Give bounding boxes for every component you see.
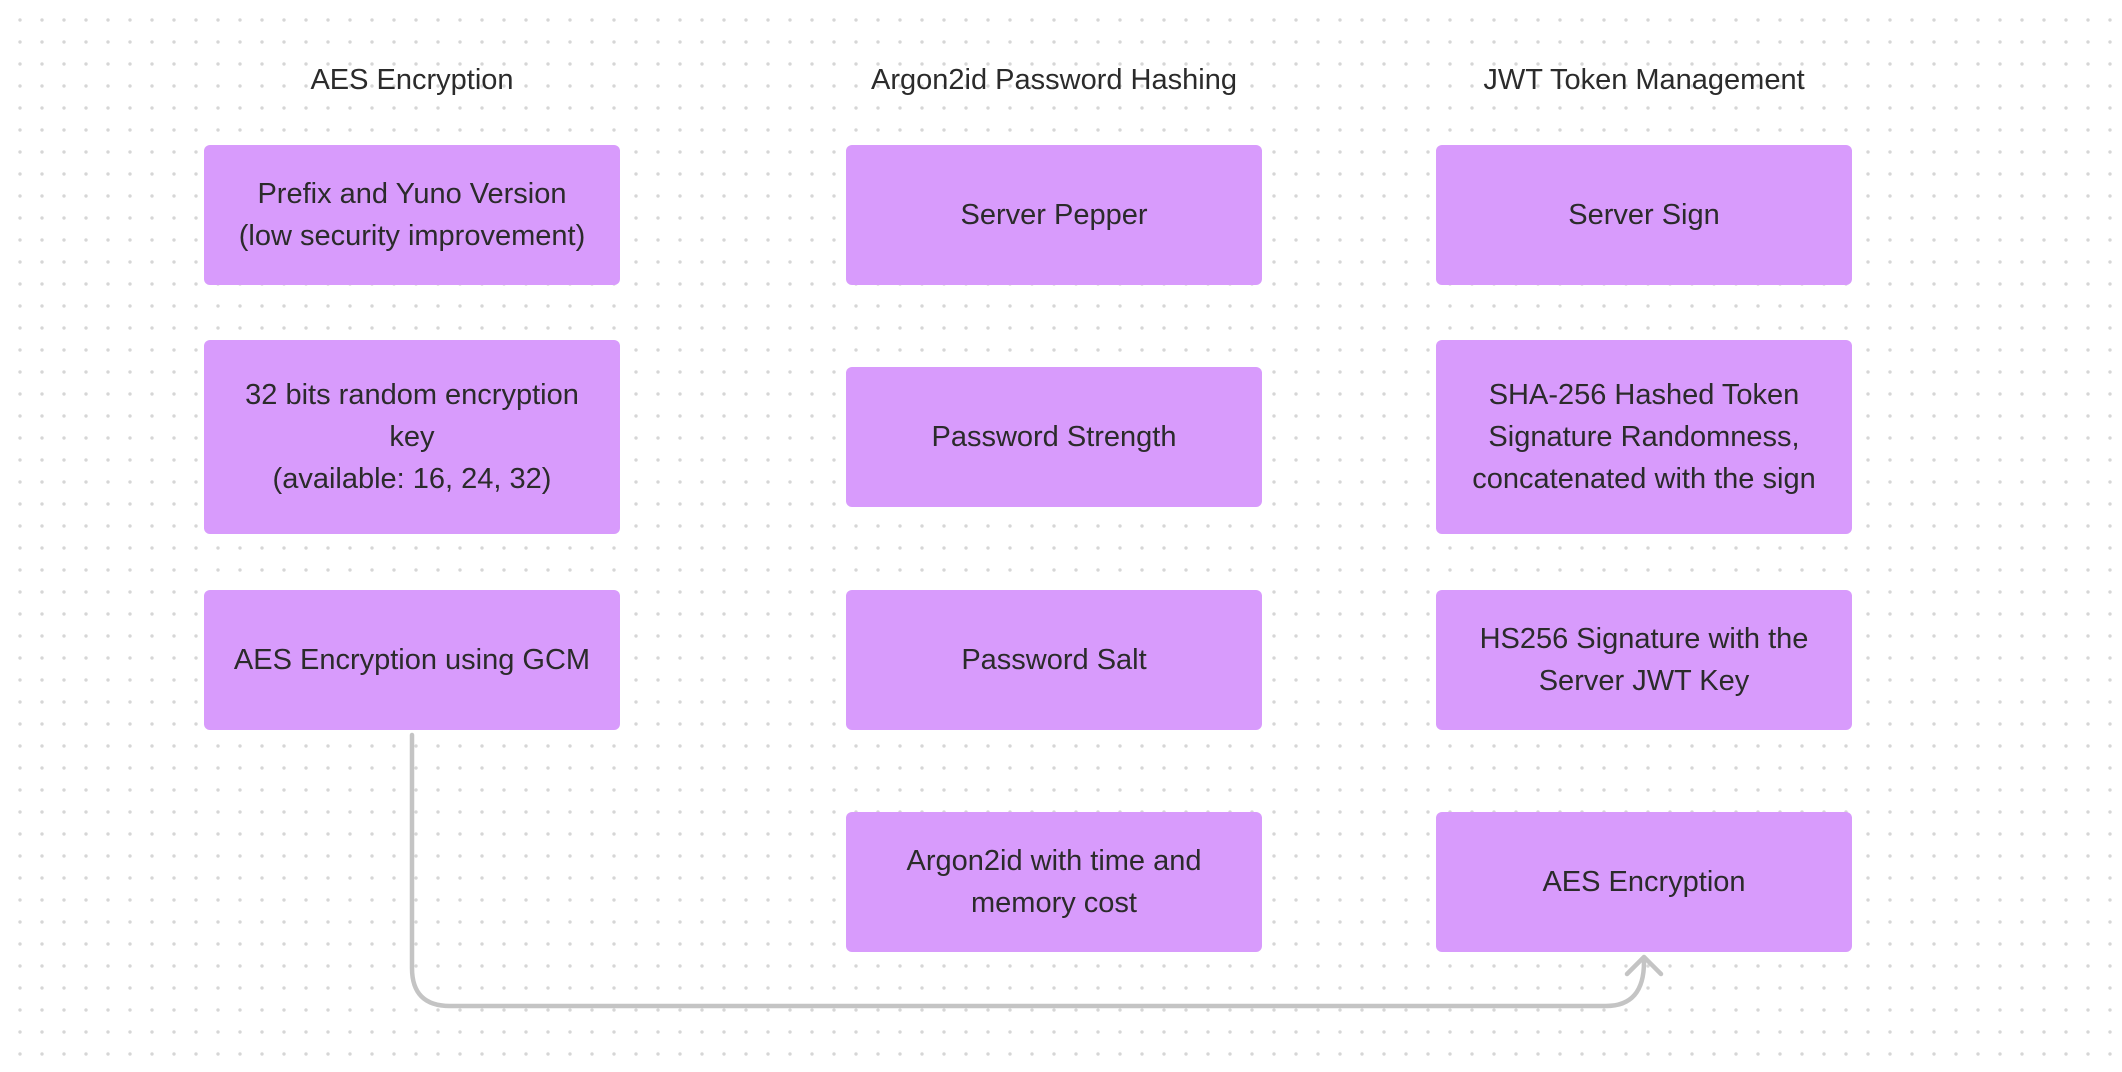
- card-prefix-and-yuno-version[interactable]: Prefix and Yuno Version (low security im…: [204, 145, 620, 285]
- card-sha256-hashed-token[interactable]: SHA-256 Hashed Token Signature Randomnes…: [1436, 340, 1852, 534]
- card-argon2id-time-memory-cost[interactable]: Argon2id with time and memory cost: [846, 812, 1262, 952]
- card-server-pepper[interactable]: Server Pepper: [846, 145, 1262, 285]
- card-aes-encryption-gcm[interactable]: AES Encryption using GCM: [204, 590, 620, 730]
- card-password-strength[interactable]: Password Strength: [846, 367, 1262, 507]
- card-server-sign[interactable]: Server Sign: [1436, 145, 1852, 285]
- card-hs256-signature[interactable]: HS256 Signature with the Server JWT Key: [1436, 590, 1852, 730]
- connector-line: [409, 732, 1647, 1009]
- column-title-aes-encryption: AES Encryption: [310, 64, 514, 96]
- arrowhead-icon: [1624, 954, 1664, 977]
- column-title-argon2id-password-hashing: Argon2id Password Hashing: [871, 64, 1237, 96]
- card-jwt-aes-encryption[interactable]: AES Encryption: [1436, 812, 1852, 952]
- column-title-jwt-token-management: JWT Token Management: [1483, 64, 1805, 96]
- card-password-salt[interactable]: Password Salt: [846, 590, 1262, 730]
- card-random-encryption-key[interactable]: 32 bits random encryption key (available…: [204, 340, 620, 534]
